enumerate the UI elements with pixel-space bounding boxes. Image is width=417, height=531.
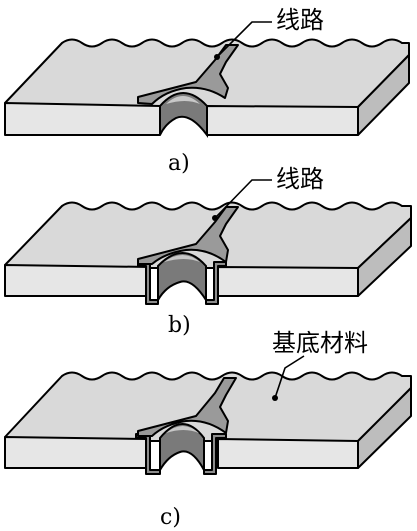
panel-b: 线路 b) [4,165,412,338]
panel-b-trace [137,206,239,265]
panel-b-hole-highlight [164,255,200,262]
panel-c-board-front-right [217,438,359,469]
panel-c-caption: c) [160,505,181,530]
panel-c-board-front-left [4,436,147,469]
panel-c-trace [137,377,237,437]
panel-a-trace [137,44,239,105]
panel-b-plating-right [205,261,227,305]
panel-a-hole-inner [159,92,208,139]
panel-c: 基底材料 c) [4,329,412,530]
panel-b-caption: b) [168,313,191,338]
panel-b-hole-inner [157,252,207,304]
panel-c-leader-line [274,355,305,399]
panel-a-caption: a) [168,151,190,176]
panel-b-callout: 线路 [276,165,324,193]
panel-a-leader-dot [214,54,220,60]
panel-a-board-front-right [206,105,359,136]
panel-c-hole-inner [159,423,205,474]
panel-b-plating-left [137,261,159,305]
panel-c-callout: 基底材料 [272,329,368,357]
panel-b-leader-dot [212,215,218,221]
panel-c-leader-dot [272,395,278,401]
panel-b-leader-line [214,179,272,219]
panel-b-board-front-right [213,266,359,297]
panel-c-hole-highlight [166,426,199,433]
panel-a: 线路 a) [4,6,410,176]
panel-a-leader-line [216,21,272,58]
panel-b-board-front-left [4,264,151,297]
panel-a-hole-highlight [166,96,200,104]
panel-c-plating-left [135,433,161,475]
panel-a-callout: 线路 [276,6,324,34]
panel-a-board-front-left [4,102,161,136]
panel-c-plating-right [203,433,227,475]
